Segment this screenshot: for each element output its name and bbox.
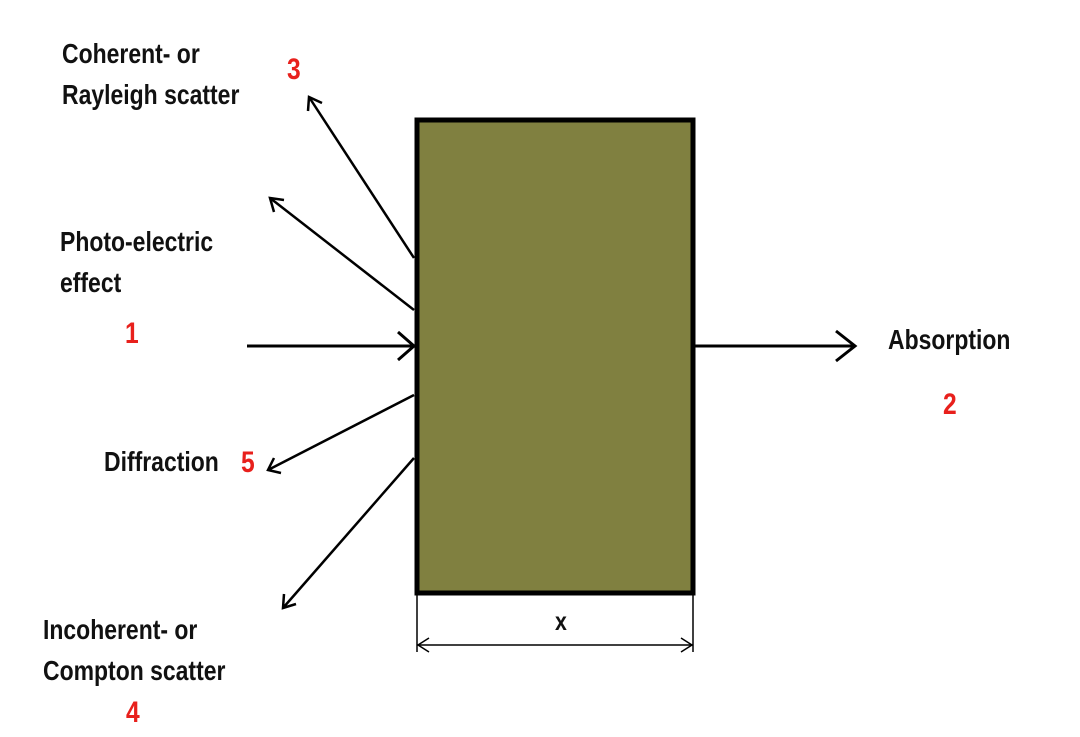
rayleigh-scatter-arrow	[307, 96, 416, 259]
rayleigh-label-line1: Coherent- or	[62, 38, 200, 69]
photo-electric-arrow	[269, 197, 415, 311]
photo-electric-label-line2: effect	[60, 267, 122, 298]
rayleigh-scatter-arrowhead	[306, 95, 323, 112]
transmitted-beam-arrowhead	[835, 329, 858, 363]
photo-electric-label-line1: Photo-electric	[60, 226, 214, 257]
diffraction-arrowhead	[266, 457, 282, 475]
dimension-arrowhead-right	[680, 637, 694, 653]
diffraction-label: Diffraction	[104, 446, 219, 477]
thickness-label: x	[555, 606, 567, 636]
absorption-number: 2	[943, 388, 957, 421]
dimension-arrowhead-left	[416, 637, 430, 653]
compton-scatter-arrowhead	[281, 593, 297, 610]
compton-number: 4	[126, 696, 140, 729]
diffraction-arrow	[267, 393, 415, 472]
compton-scatter-arrow	[282, 457, 415, 609]
photo-electric-number: 1	[125, 317, 139, 350]
compton-label-line1: Incoherent- or	[43, 614, 198, 645]
compton-label-line2: Compton scatter	[43, 655, 226, 686]
diffraction-number: 5	[241, 446, 255, 479]
absorption-label: Absorption	[888, 324, 1011, 355]
incident-beam-arrowhead	[397, 330, 417, 362]
photo-electric-arrowhead	[268, 196, 285, 213]
rayleigh-number: 3	[287, 53, 301, 86]
rayleigh-label-line2: Rayleigh scatter	[62, 79, 240, 110]
absorber-block	[414, 117, 696, 596]
